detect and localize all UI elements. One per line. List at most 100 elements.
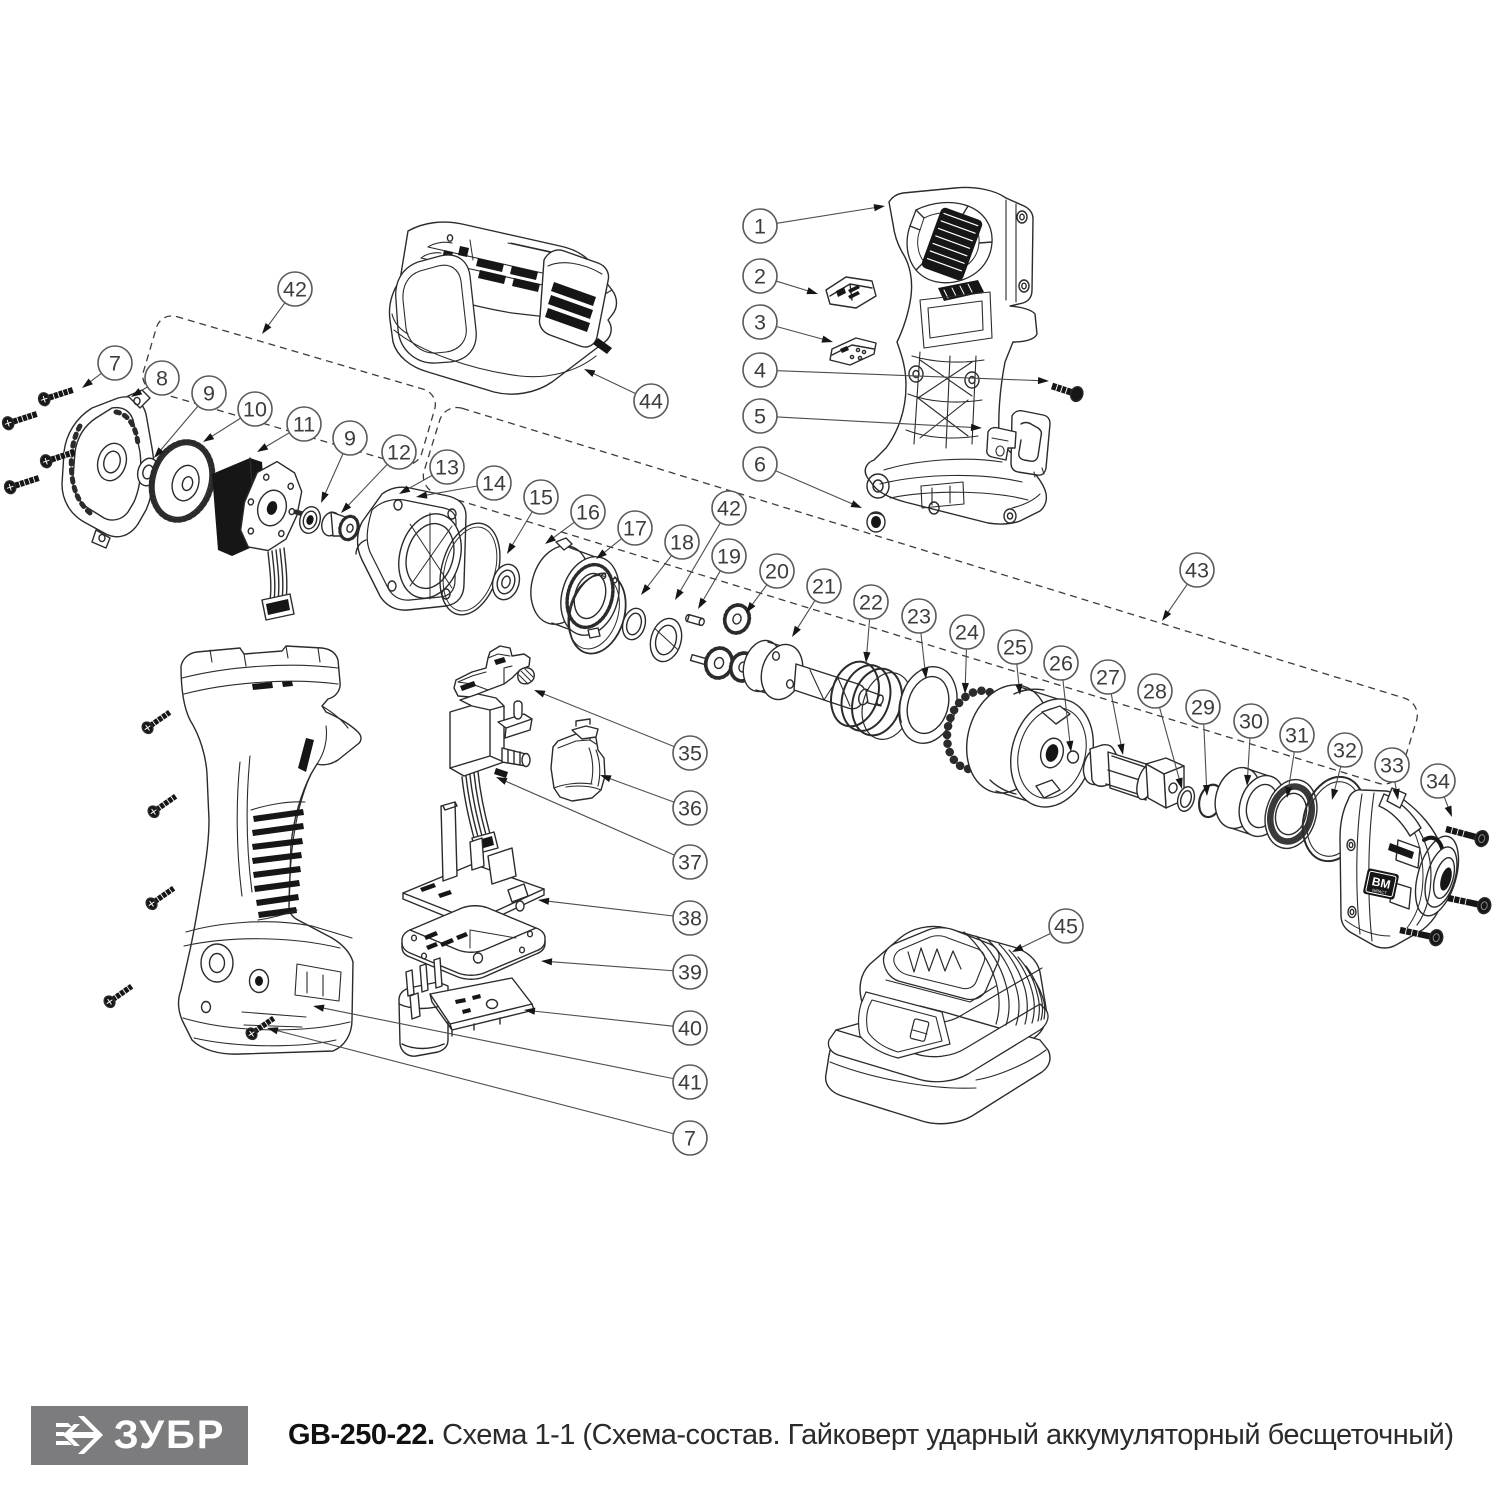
motor-fan: [148, 439, 216, 523]
leader-arrowhead: [1015, 683, 1023, 695]
leader-arrowhead: [675, 588, 684, 600]
terminal-block: [398, 957, 535, 1057]
leader-arrowhead: [1037, 376, 1049, 385]
leader-line: [1062, 679, 1071, 745]
callout-28: 28: [1137, 673, 1183, 789]
leader-line: [531, 1010, 674, 1027]
scheme-subtitle: Схема 1-1 (Схема-состав. Гайковерт ударн…: [442, 1418, 1454, 1451]
leader-arrowhead: [1175, 777, 1183, 789]
motor-screws-7: [1, 387, 76, 495]
brand-arrow-icon: [55, 1416, 103, 1454]
leader-arrowhead: [596, 549, 607, 559]
callout-number: 33: [1380, 754, 1404, 778]
charger: [824, 925, 1051, 1125]
callout-number: 9: [203, 382, 215, 406]
callout-number: 42: [717, 497, 741, 521]
leader-arrowhead: [698, 597, 707, 609]
callout-24: 24: [949, 614, 985, 694]
leader-arrowhead: [873, 204, 885, 212]
leader-line: [1333, 766, 1342, 793]
callout-circle: [742, 208, 778, 244]
bearing-15: [491, 563, 521, 601]
leader-arrowhead: [1117, 743, 1125, 755]
callout-number: 25: [1003, 636, 1027, 660]
callout-number: 37: [678, 851, 702, 875]
callout-20: 20: [746, 553, 795, 613]
callout-number: 6: [754, 453, 766, 477]
leader-arrowhead: [341, 502, 352, 513]
callout-circle: [1179, 552, 1215, 588]
leader-arrowhead: [131, 388, 143, 397]
callout-17: 17: [596, 510, 653, 559]
callout-number: 8: [156, 367, 168, 391]
screw-6: [866, 511, 886, 533]
leader-line: [548, 961, 674, 972]
leader-line: [274, 1029, 674, 1135]
leader-arrowhead: [507, 542, 516, 554]
leader-line: [405, 474, 433, 491]
callout-number: 23: [907, 605, 931, 629]
circlip-17: [567, 572, 627, 655]
leader-line: [776, 206, 878, 224]
leader-arrowhead: [584, 369, 596, 377]
leader-arrowhead: [399, 485, 411, 494]
callout-number: 26: [1049, 652, 1073, 676]
callout-circle: [429, 449, 465, 485]
callout-circle: [1420, 763, 1456, 799]
washer-18: [621, 607, 647, 641]
leader-arrowhead: [416, 491, 428, 499]
leader-arrowhead: [545, 534, 556, 544]
fr-lever: [453, 645, 535, 698]
callout-37: 37: [496, 777, 708, 880]
leader-line: [920, 632, 926, 672]
leader-line: [1246, 737, 1251, 779]
callout-number: 45: [1054, 915, 1078, 939]
callout-circle: [277, 271, 313, 307]
leader-arrowhead: [863, 651, 871, 663]
callout-23: 23: [901, 598, 937, 679]
leader-arrowhead: [321, 491, 329, 503]
callout-number: 28: [1143, 680, 1167, 704]
callout-7: 7: [267, 1027, 708, 1156]
leader-arrowhead: [267, 1027, 279, 1035]
callout-circle: [1185, 689, 1221, 725]
leader-line: [266, 302, 286, 328]
callout-16: 16: [545, 494, 606, 544]
leader-line: [263, 432, 290, 449]
housing-screws-left: [103, 709, 276, 1041]
callout-40: 40: [524, 1007, 708, 1046]
leader-line: [607, 777, 675, 803]
callout-number: 11: [293, 413, 315, 437]
leader-line: [795, 600, 816, 631]
callout-number: 12: [387, 441, 411, 465]
case-screws-34: [1399, 825, 1492, 947]
leader-line: [1110, 693, 1123, 748]
callout-number: 7: [684, 1127, 696, 1151]
callout-circle: [237, 391, 273, 427]
callout-25: 25: [997, 629, 1033, 695]
pinion-gear: [321, 511, 360, 542]
callout-2: 2: [742, 258, 818, 295]
callout-number: 38: [678, 907, 702, 931]
leader-arrowhead: [1012, 943, 1024, 952]
callout-3: 3: [742, 304, 833, 343]
leader-arrowhead: [1162, 609, 1172, 621]
leader-arrowhead: [1066, 740, 1074, 752]
ball-26: [1066, 750, 1080, 764]
leader-arrowhead: [203, 433, 215, 442]
leader-arrowhead: [600, 775, 612, 783]
callout-circle: [1137, 673, 1173, 709]
callout-15: 15: [507, 479, 559, 554]
leader-line: [601, 538, 623, 555]
callout-number: 32: [1333, 739, 1357, 763]
callout-circle: [759, 553, 795, 589]
callout-circle: [332, 420, 368, 456]
callout-34: 34: [1420, 763, 1456, 817]
callout-43: 43: [1162, 552, 1215, 621]
bm-badge-sub: IMPACT: [1372, 887, 1388, 895]
callout-number: 44: [639, 390, 663, 414]
callout-36: 36: [600, 775, 708, 826]
callout-number: 17: [623, 517, 647, 541]
callout-39: 39: [541, 954, 708, 990]
